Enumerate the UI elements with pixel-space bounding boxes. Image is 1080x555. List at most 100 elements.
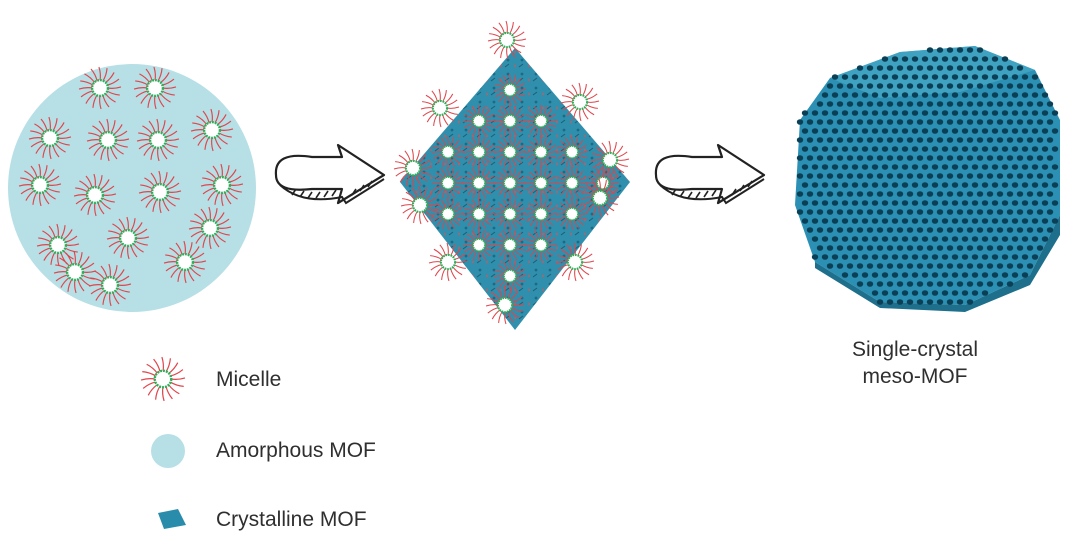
pore	[856, 227, 864, 233]
pore	[821, 164, 829, 170]
pore	[806, 209, 814, 215]
micelle	[106, 216, 150, 260]
pore	[986, 83, 994, 89]
pore	[801, 128, 809, 134]
pore	[1031, 110, 1039, 116]
pore	[821, 200, 829, 206]
pore	[981, 110, 989, 116]
pore	[876, 209, 884, 215]
pore	[961, 56, 969, 62]
pore	[931, 236, 939, 242]
pore	[906, 65, 914, 71]
micelle	[580, 178, 620, 218]
pore	[1001, 128, 1009, 134]
micelle	[200, 163, 244, 207]
pore	[881, 218, 889, 224]
pore	[1026, 245, 1034, 251]
pore	[996, 83, 1004, 89]
micelle	[462, 104, 496, 138]
pore	[971, 56, 979, 62]
pore	[991, 200, 999, 206]
pore	[1016, 209, 1024, 215]
pore	[1001, 56, 1009, 62]
micelle	[393, 148, 433, 188]
result-caption-line-1: Single-crystal	[851, 338, 979, 361]
pore	[1006, 245, 1014, 251]
pore	[986, 209, 994, 215]
micelle	[462, 197, 496, 231]
pore	[956, 155, 964, 161]
pore	[1001, 254, 1009, 260]
pore	[841, 146, 849, 152]
pore	[891, 146, 899, 152]
pore	[821, 236, 829, 242]
crystalline-micelle-group	[393, 20, 630, 325]
pore	[961, 218, 969, 224]
pore	[916, 227, 924, 233]
pore	[811, 110, 819, 116]
pore	[876, 173, 884, 179]
pore	[856, 245, 864, 251]
result-caption-line-2: meso-MOF	[862, 365, 968, 388]
micelle	[524, 228, 558, 262]
micelle	[555, 197, 589, 231]
pore	[1011, 182, 1019, 188]
pore	[871, 290, 879, 296]
pore	[891, 236, 899, 242]
pore	[796, 155, 804, 161]
pore	[971, 92, 979, 98]
pore	[876, 155, 884, 161]
pore	[1006, 155, 1014, 161]
pore	[916, 209, 924, 215]
pore	[966, 83, 974, 89]
pore	[796, 191, 804, 197]
pore	[821, 218, 829, 224]
pore	[941, 200, 949, 206]
micelle	[78, 66, 122, 110]
micelle	[136, 118, 180, 162]
micelle	[493, 166, 527, 200]
pore	[816, 227, 824, 233]
pore	[966, 281, 974, 287]
pore	[1051, 164, 1059, 170]
legend-label-micelle: Micelle	[216, 368, 282, 391]
pore	[831, 110, 839, 116]
pore	[876, 191, 884, 197]
pore	[881, 272, 889, 278]
pore	[1011, 128, 1019, 134]
pore	[951, 200, 959, 206]
pore	[826, 173, 834, 179]
pore	[891, 74, 899, 80]
pore	[931, 164, 939, 170]
pore	[891, 272, 899, 278]
micelle	[431, 166, 465, 200]
pore	[926, 83, 934, 89]
pore	[921, 164, 929, 170]
pore	[871, 92, 879, 98]
pore	[851, 92, 859, 98]
pore	[851, 200, 859, 206]
micelle	[555, 166, 589, 200]
pore	[836, 209, 844, 215]
pore	[816, 209, 824, 215]
pore	[1001, 200, 1009, 206]
pore	[981, 92, 989, 98]
pore	[1041, 200, 1049, 206]
pore	[826, 101, 834, 107]
pore	[811, 164, 819, 170]
micelle	[420, 88, 460, 128]
pore	[826, 227, 834, 233]
pore	[841, 128, 849, 134]
pore	[806, 227, 814, 233]
pore	[876, 137, 884, 143]
pore	[1031, 146, 1039, 152]
pore	[931, 182, 939, 188]
pore	[896, 209, 904, 215]
pore	[951, 290, 959, 296]
pore	[886, 173, 894, 179]
pore	[876, 119, 884, 125]
pore	[1001, 110, 1009, 116]
micelle	[493, 197, 527, 231]
micelle	[188, 206, 232, 250]
pore	[1001, 92, 1009, 98]
